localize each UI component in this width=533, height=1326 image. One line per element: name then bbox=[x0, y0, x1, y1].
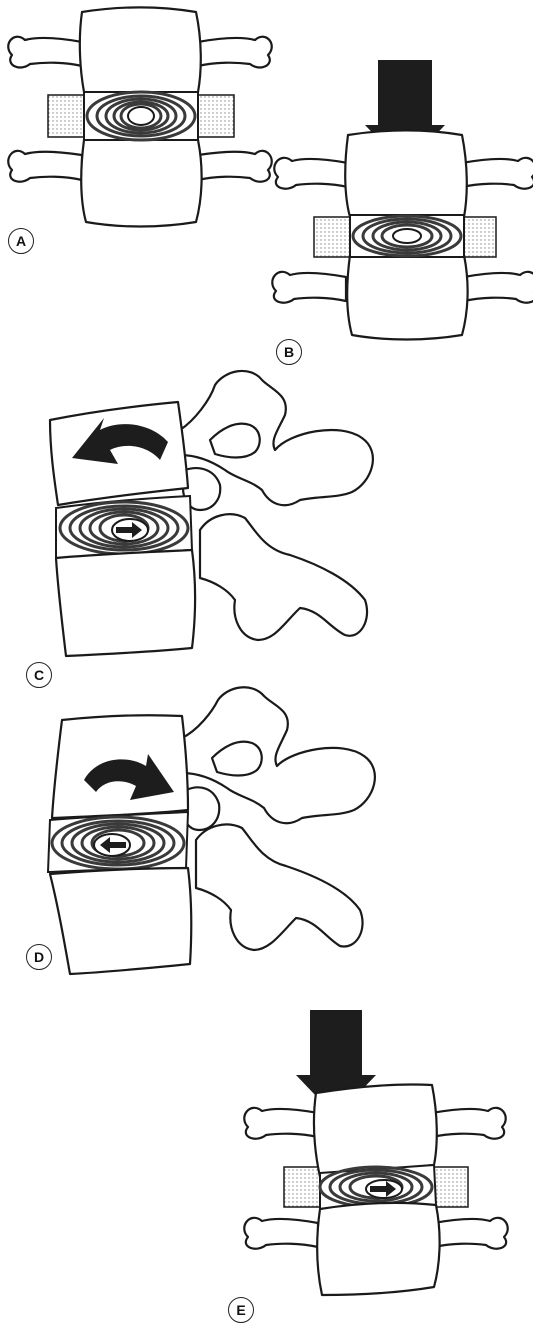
panel-b: B bbox=[0, 55, 533, 365]
panel-label-e: E bbox=[228, 1297, 254, 1323]
panel-d: D bbox=[0, 680, 533, 1010]
panel-label-d: D bbox=[26, 944, 52, 970]
panel-c: C bbox=[0, 360, 533, 690]
vertebra-pair-compression bbox=[0, 55, 533, 365]
vertebra-pair-asymmetric-compression bbox=[0, 1005, 533, 1326]
panel-e: E bbox=[0, 1005, 533, 1326]
vertebra-lateral-flexion bbox=[0, 360, 533, 690]
vertebra-lateral-extension bbox=[0, 680, 533, 1010]
